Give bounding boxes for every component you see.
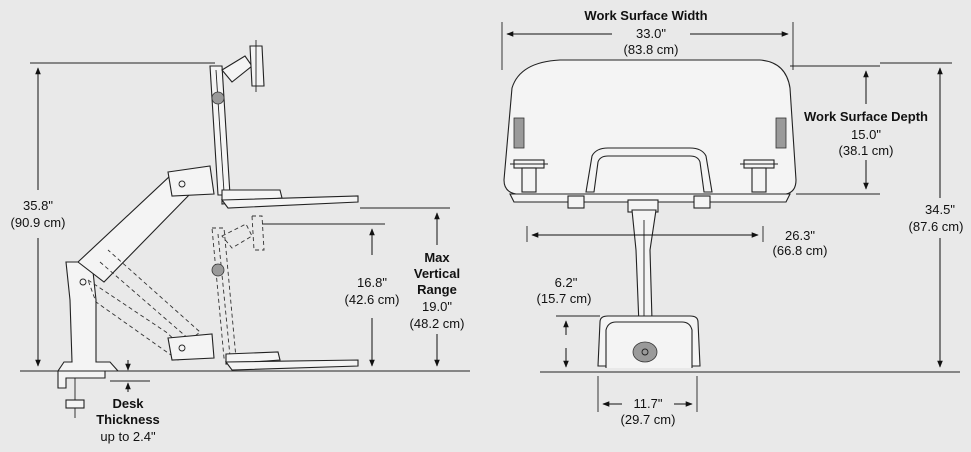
upper-arm <box>77 40 359 283</box>
left-side-view: 35.8" (90.9 cm) 16.8" (42.6 cm) Max Vert… <box>11 40 470 444</box>
overall-height-dimension: 34.5" (87.6 cm) <box>880 62 964 368</box>
work-surface-width-dimension: Work Surface Width 33.0" (83.8 cm) <box>501 8 794 70</box>
left-monitor-bracket <box>510 159 548 193</box>
desk-clamp <box>57 370 106 418</box>
base-height-inches: 6.2" <box>555 275 578 290</box>
work-surface-width-inches: 33.0" <box>636 26 666 41</box>
keyboard-travel-inches: 16.8" <box>357 275 387 290</box>
work-surface-width-cm: (83.8 cm) <box>624 42 679 57</box>
max-vertical-range-cm: (48.2 cm) <box>410 316 465 331</box>
max-vertical-range-title-1: Max <box>424 250 450 265</box>
lower-arm-dashed <box>87 215 359 371</box>
base-height-dimension: 6.2" (15.7 cm) <box>537 275 600 368</box>
work-surface-depth-inches: 15.0" <box>851 127 881 142</box>
keyboard-width-cm: (66.8 cm) <box>773 243 828 258</box>
max-vertical-range-dimension: Max Vertical Range 19.0" (48.2 cm) <box>360 207 465 367</box>
right-monitor-bracket <box>740 159 778 193</box>
max-vertical-range-title-3: Range <box>417 282 457 297</box>
max-vertical-range-title-2: Vertical <box>414 266 460 281</box>
work-surface-depth-cm: (38.1 cm) <box>839 143 894 158</box>
base-height-cm: (15.7 cm) <box>537 291 592 306</box>
overall-height-cm: (87.6 cm) <box>909 219 964 234</box>
desk-thickness-dimension: Desk Thickness up to 2.4" <box>96 360 160 444</box>
desk-thickness-title-2: Thickness <box>96 412 160 427</box>
keyboard-width-inches: 26.3" <box>785 228 815 243</box>
total-height-dimension: 35.8" (90.9 cm) <box>11 62 215 367</box>
work-surface-panel <box>503 59 797 195</box>
desk-thickness-value: up to 2.4" <box>100 429 156 444</box>
mount-base <box>56 261 120 372</box>
total-height-cm: (90.9 cm) <box>11 215 66 230</box>
base-width-cm: (29.7 cm) <box>621 412 676 427</box>
right-front-view: Work Surface Width 33.0" (83.8 cm) Work … <box>501 8 964 427</box>
keyboard-travel-dimension: 16.8" (42.6 cm) <box>262 223 400 367</box>
keyboard-tray <box>509 193 791 213</box>
desk-thickness-title-1: Desk <box>112 396 144 411</box>
mount-base-front <box>597 315 701 368</box>
base-width-dimension: 11.7" (29.7 cm) <box>597 376 698 427</box>
max-vertical-range-inches: 19.0" <box>422 299 452 314</box>
base-width-inches: 11.7" <box>634 396 663 411</box>
work-surface-depth-dimension: Work Surface Depth 15.0" (38.1 cm) <box>790 65 928 195</box>
keyboard-travel-cm: (42.6 cm) <box>345 292 400 307</box>
work-surface-width-title: Work Surface Width <box>584 8 707 23</box>
keyboard-width-dimension: 26.3" (66.8 cm) <box>526 226 828 258</box>
overall-height-inches: 34.5" <box>925 202 955 217</box>
work-surface-depth-title: Work Surface Depth <box>804 109 928 124</box>
total-height-inches: 35.8" <box>23 198 53 213</box>
